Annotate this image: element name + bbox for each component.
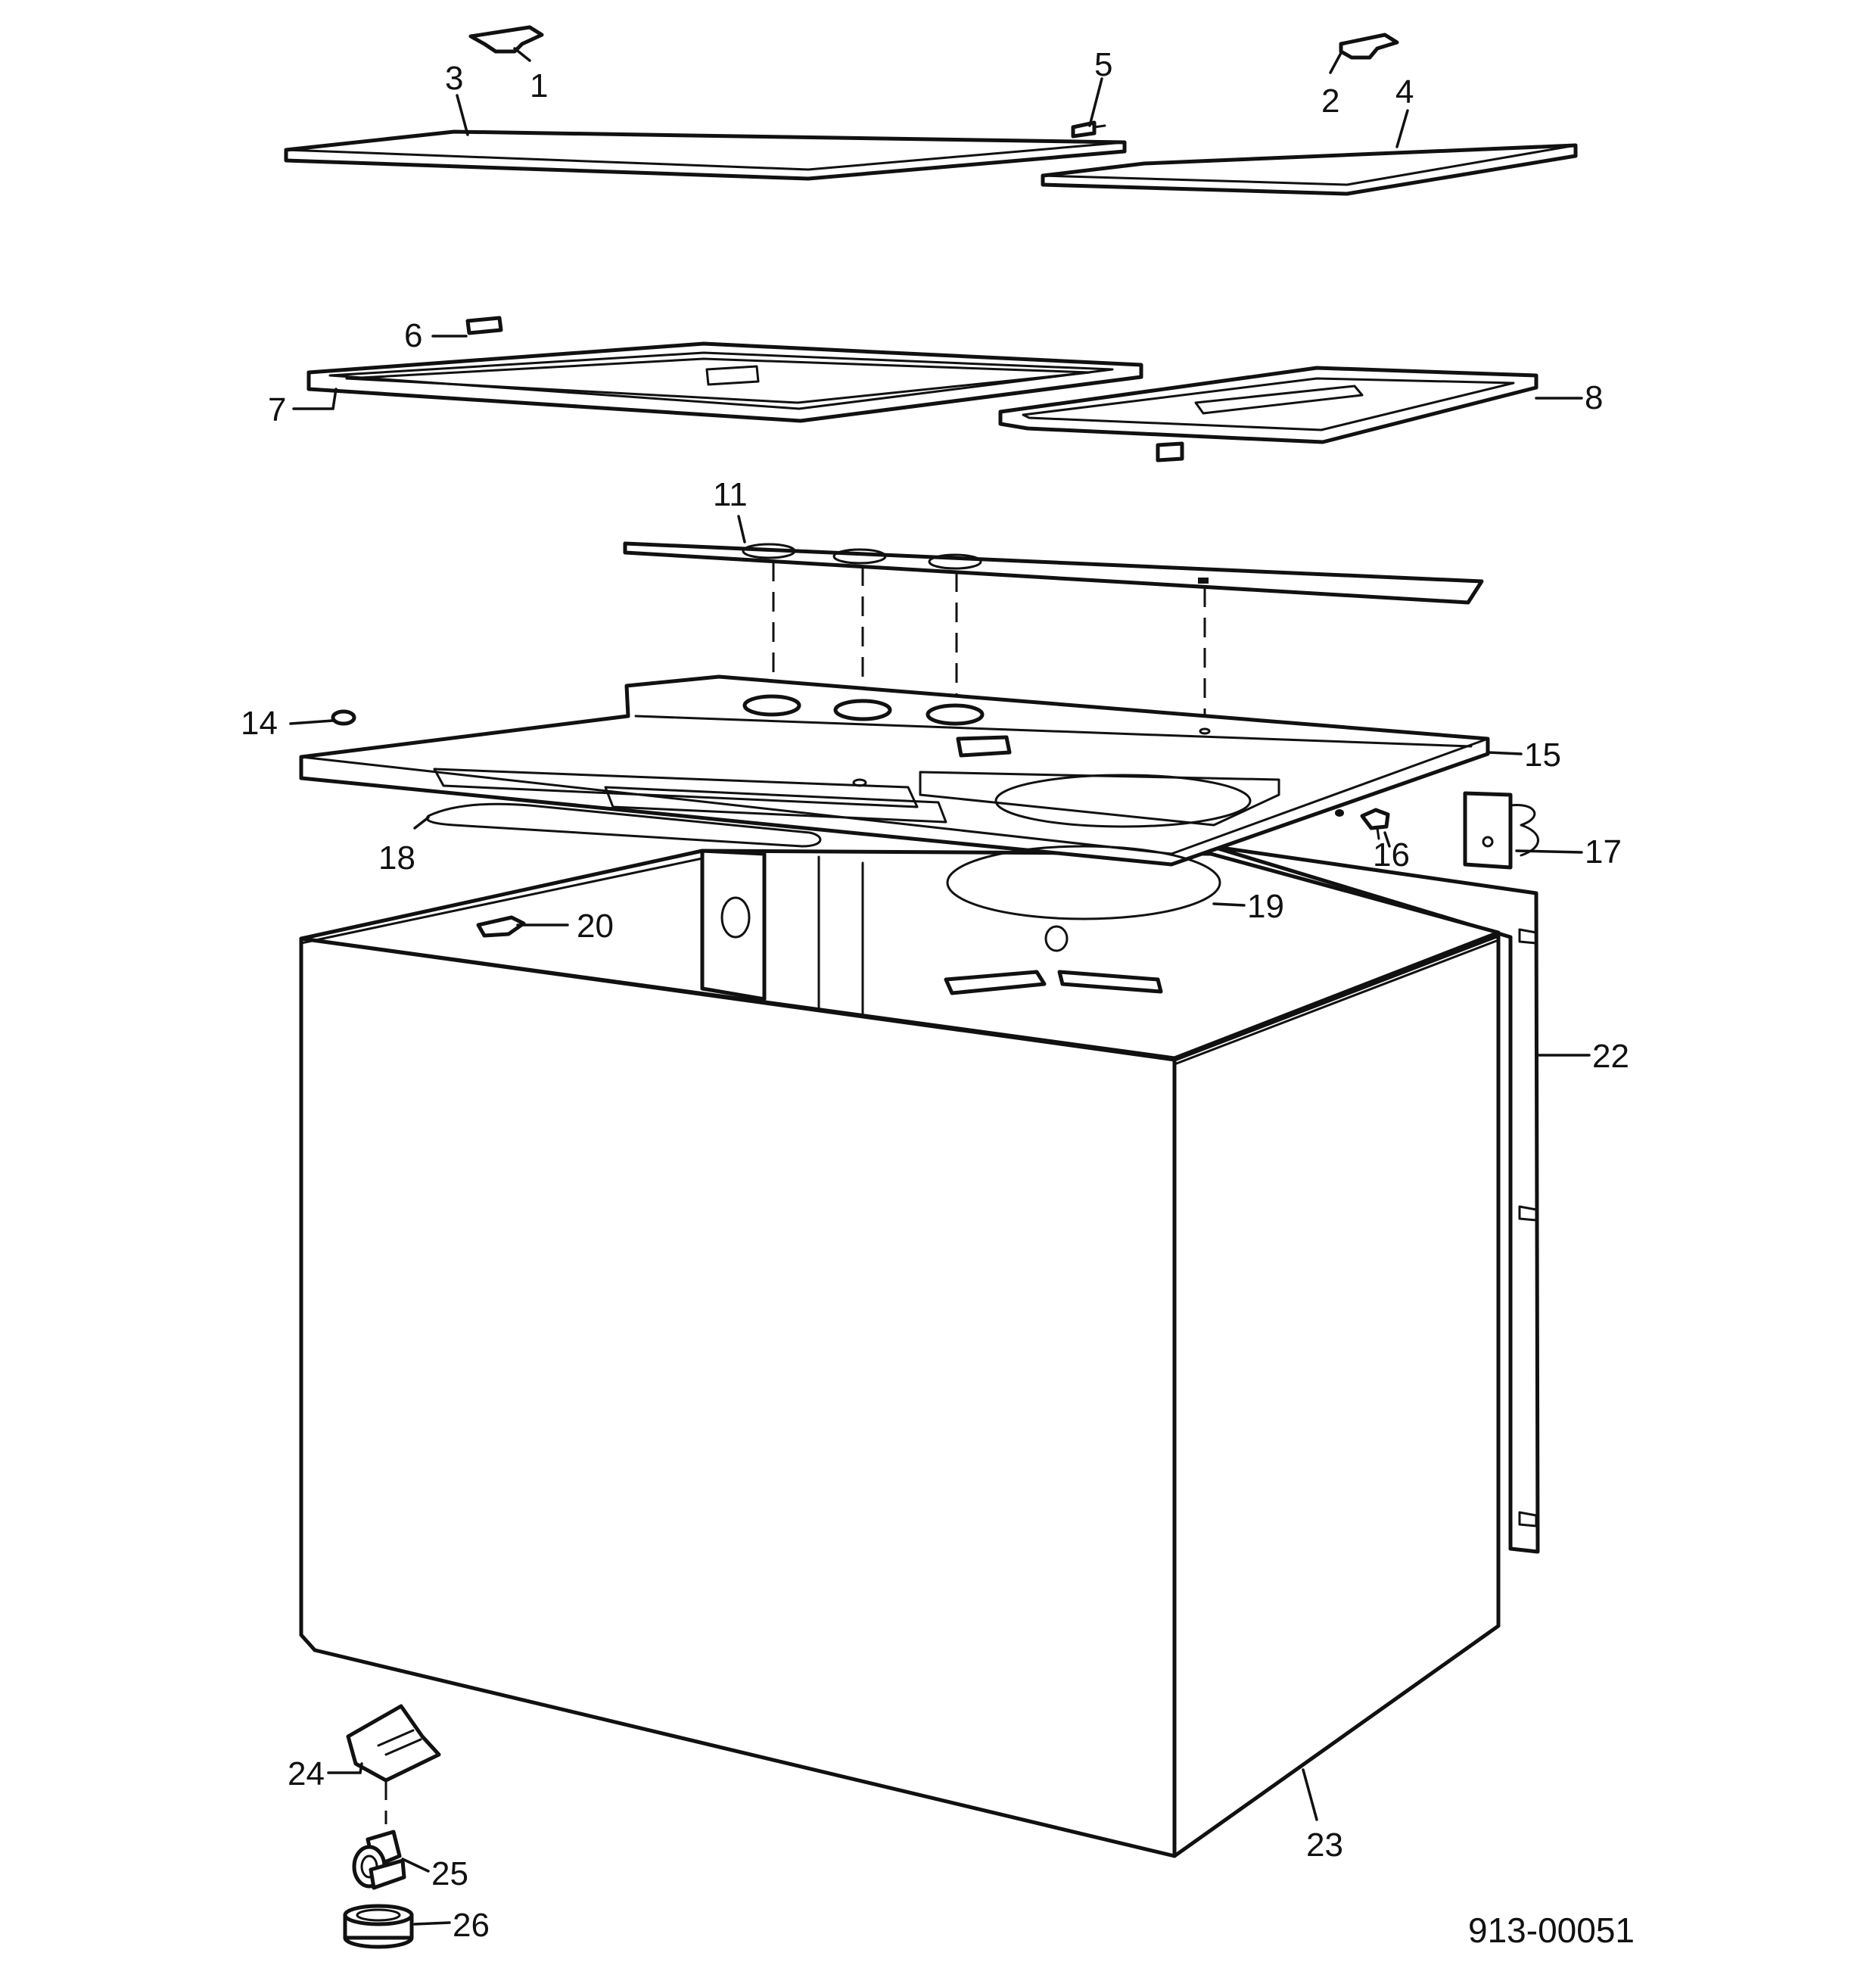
part-15-top-panel <box>299 674 1490 867</box>
part-11-control-strip <box>623 541 1484 605</box>
callout-3: 3 <box>445 60 463 97</box>
part-1-lid-clip <box>468 25 544 54</box>
part-17-latch <box>1463 791 1539 870</box>
callout-16: 16 <box>1373 836 1410 874</box>
part-16-screw <box>1360 808 1390 840</box>
callout-23: 23 <box>1306 1827 1343 1864</box>
callout-6: 6 <box>404 317 422 354</box>
callout-15: 15 <box>1524 737 1561 774</box>
callout-8: 8 <box>1585 379 1603 416</box>
callout-4: 4 <box>1395 73 1414 111</box>
callout-5: 5 <box>1094 46 1112 83</box>
assembly-guide-lines <box>772 562 1206 730</box>
callout-2: 2 <box>1321 83 1339 120</box>
callout-labels: 1 2 3 4 5 6 7 8 11 14 15 16 17 18 19 20 … <box>241 46 1629 1944</box>
callout-14: 14 <box>241 705 278 742</box>
callout-7: 7 <box>268 391 286 428</box>
callout-24: 24 <box>288 1755 325 1792</box>
part-6-block <box>465 316 503 335</box>
callout-26: 26 <box>453 1907 490 1944</box>
part-3-left-lid <box>284 129 1127 181</box>
part-18-gasket <box>426 802 822 848</box>
part-4-right-lid <box>1041 143 1578 196</box>
leader-lines <box>289 47 1591 1926</box>
part-2-lid-clip <box>1339 33 1399 60</box>
callout-20: 20 <box>577 908 614 945</box>
callout-25: 25 <box>431 1855 468 1892</box>
part-24-caster-plate <box>346 1704 441 1824</box>
part-8-right-frame <box>998 366 1538 462</box>
part-20-clip <box>476 915 526 938</box>
part-23-cabinet-front <box>299 857 1501 1858</box>
part-19-round-gasket <box>946 845 1221 920</box>
part-25-caster-wheel <box>352 1830 406 1890</box>
diagram-code: 913-00051 <box>1468 1911 1635 1950</box>
part-14-knob <box>331 709 356 726</box>
callout-22: 22 <box>1592 1038 1629 1075</box>
part-26-foot-cup <box>343 1904 414 1949</box>
callout-19: 19 <box>1247 888 1284 925</box>
part-7-left-frame <box>306 341 1143 423</box>
callout-17: 17 <box>1585 833 1622 870</box>
callout-1: 1 <box>530 67 548 104</box>
callout-18: 18 <box>378 839 415 877</box>
callout-11: 11 <box>713 476 748 513</box>
